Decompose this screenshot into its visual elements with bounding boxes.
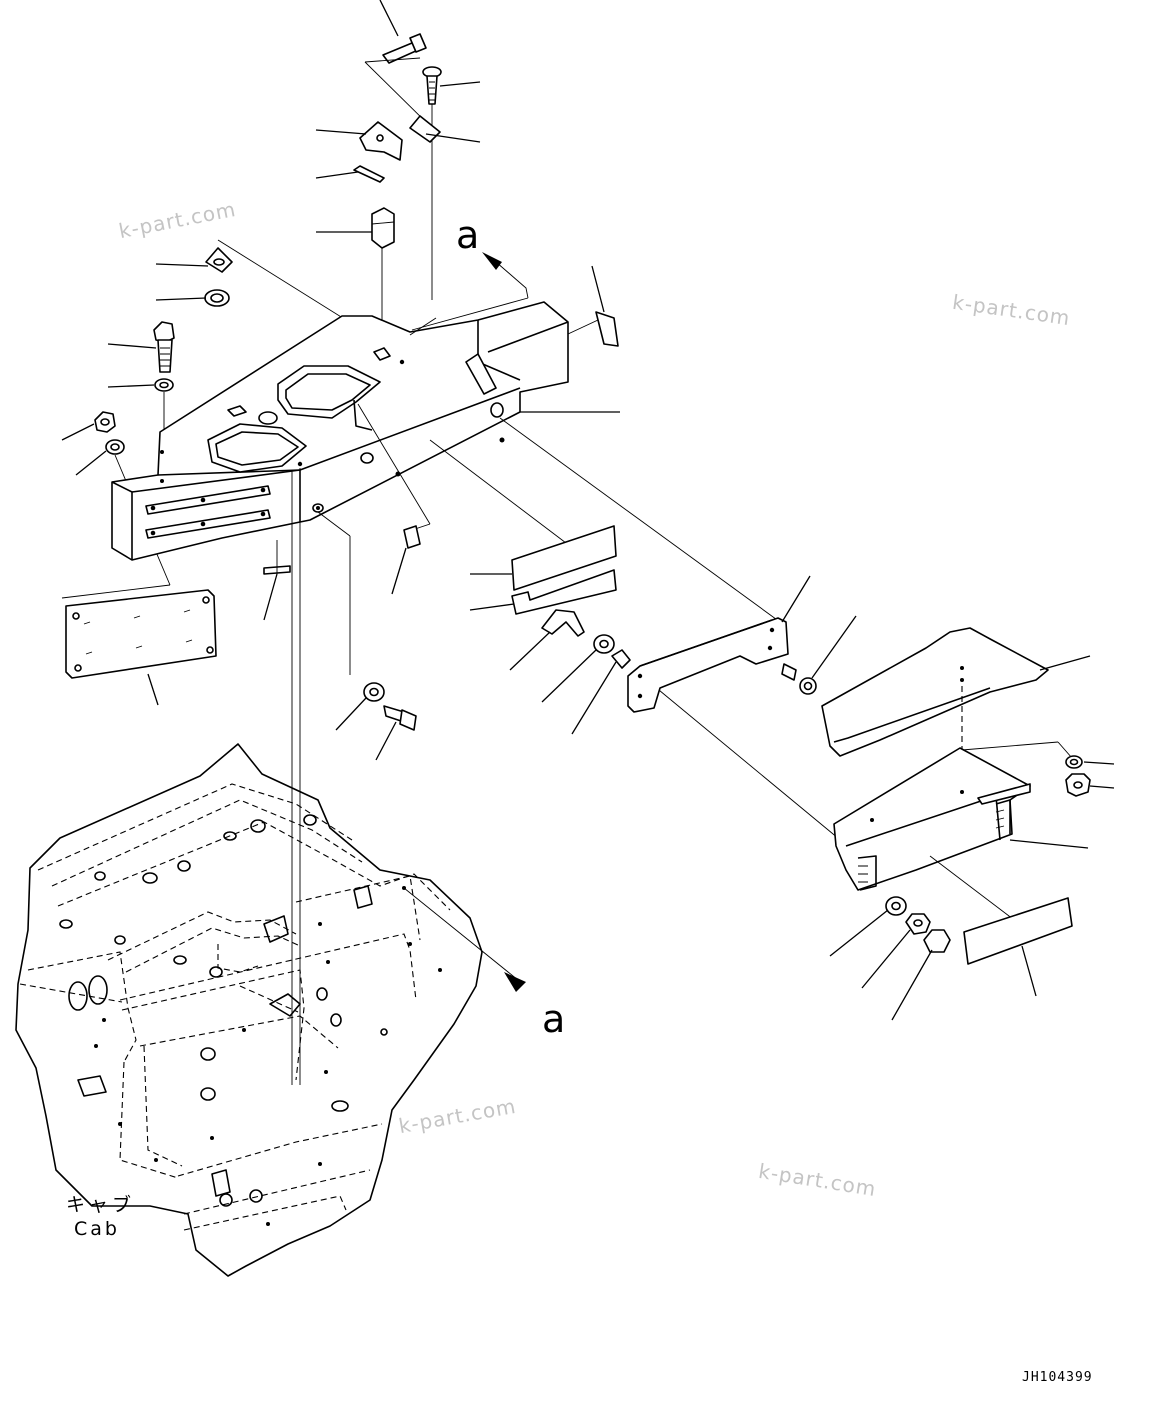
washer-right: [1065, 755, 1083, 769]
cap-nut: [923, 929, 951, 953]
clip-bracket: [359, 121, 403, 161]
washer-bottom-right: [885, 896, 907, 916]
grommet-a: [205, 247, 233, 273]
lower-cover-right: [833, 747, 1031, 891]
cab-label-japanese: キャブ: [66, 1194, 136, 1216]
washer-small: [154, 378, 174, 392]
view-a-label-top: a: [456, 213, 480, 257]
nut-left: [94, 411, 116, 433]
view-a-label-bottom: a: [542, 997, 566, 1041]
cab-outline: [15, 743, 483, 1277]
console-body: [111, 301, 569, 561]
pin: [353, 165, 385, 183]
drawing-code: JH104399: [1022, 1370, 1093, 1385]
washer-left: [105, 439, 125, 455]
label-plate-b: [511, 569, 617, 615]
hex-bolt: [153, 321, 175, 373]
grommet-b: [204, 289, 230, 307]
washer-mid: [593, 634, 615, 654]
cab-label-english: Cab: [74, 1218, 120, 1240]
top-bolt: [382, 33, 427, 64]
nut-right: [1065, 773, 1091, 797]
collar-mid: [611, 649, 631, 669]
leader-lines: [61, 0, 1115, 1021]
support-bracket: [627, 617, 789, 713]
nut-bottom-right: [905, 913, 931, 935]
cap-plug: [371, 207, 395, 249]
flange-bolt-lower: [383, 705, 417, 731]
label-plate-right: [963, 897, 1073, 965]
flange-bolt-right: [781, 663, 817, 695]
upper-cover-right: [821, 627, 1049, 757]
square-nut: [403, 525, 421, 549]
washer-lower: [363, 682, 385, 702]
cover-plate-left: [65, 589, 217, 679]
plate-nut: [409, 115, 441, 143]
lever-bracket: [541, 609, 585, 637]
top-screw: [422, 66, 442, 105]
label-plate-a: [511, 525, 617, 591]
